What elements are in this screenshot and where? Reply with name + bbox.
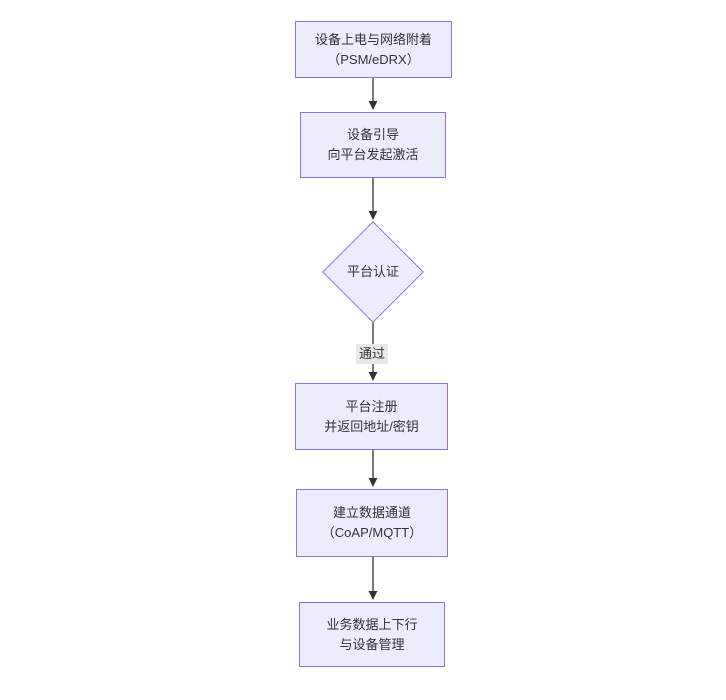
node-bootstrap-line2: 向平台发起激活 (327, 147, 419, 162)
node-data-channel-line1: 建立数据通道 (332, 505, 411, 520)
node-power-attach-line1: 设备上电与网络附着 (314, 31, 432, 47)
node-business-data: 业务数据上下行 与设备管理 (299, 602, 445, 667)
node-data-channel-line2: （CoAP/MQTT） (321, 525, 423, 540)
node-power-attach-line2: （PSM/eDRX） (327, 51, 420, 67)
node-platform-register-line1: 平台注册 (345, 398, 398, 414)
node-bootstrap: 设备引导 向平台发起激活 (300, 112, 446, 178)
node-platform-register-line2: 并返回地址/密钥 (324, 418, 419, 434)
node-data-channel: 建立数据通道 （CoAP/MQTT） (296, 489, 448, 557)
node-platform-register: 平台注册 并返回地址/密钥 (295, 383, 448, 450)
decision-platform-auth-label: 平台认证 (346, 264, 399, 279)
node-business-data-line2: 与设备管理 (339, 636, 405, 652)
node-power-attach: 设备上电与网络附着 （PSM/eDRX） (295, 21, 452, 78)
edge-label-pass: 通过 (356, 344, 389, 364)
node-business-data-line1: 业务数据上下行 (326, 616, 418, 632)
node-bootstrap-line1: 设备引导 (346, 127, 399, 142)
